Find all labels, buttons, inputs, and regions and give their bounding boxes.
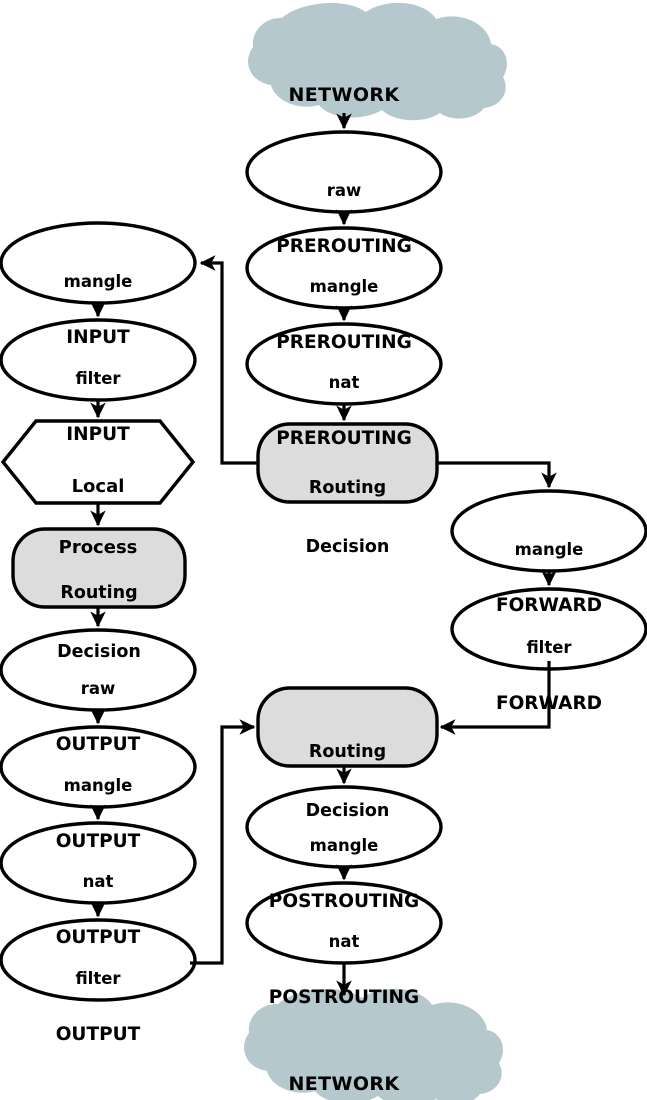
node-routing-decision-1-shape [256,422,439,504]
node-mangle-output-shape [0,725,197,809]
node-mangle-input-shape [0,221,197,305]
node-nat-output-shape [0,821,197,905]
cloud-network-in [248,2,507,121]
cloud-network-out [244,988,503,1100]
edge-filter-output-to-routing-decision-3 [190,719,256,965]
edge-filter-forward-to-routing-decision-3 [439,661,551,735]
node-raw-output-shape [0,628,197,712]
node-filter-forward-shape [450,587,647,671]
node-raw-prerouting-shape [245,130,443,214]
node-mangle-prerouting-shape [245,226,443,310]
node-mangle-forward-shape [450,489,647,573]
node-filter-input-shape [0,318,197,402]
node-nat-postrouting-shape [245,881,443,965]
node-filter-output-shape [0,918,197,1002]
edge-routing-decision-1-to-mangle-forward [437,461,557,489]
edge-routing-decision-1-to-mangle-input [199,255,258,465]
node-local-process-shape [0,419,196,505]
node-mangle-postrouting-shape [245,785,443,869]
node-routing-decision-2-shape [11,527,187,609]
node-nat-prerouting-shape [245,322,443,406]
node-routing-decision-3-shape [256,686,439,768]
